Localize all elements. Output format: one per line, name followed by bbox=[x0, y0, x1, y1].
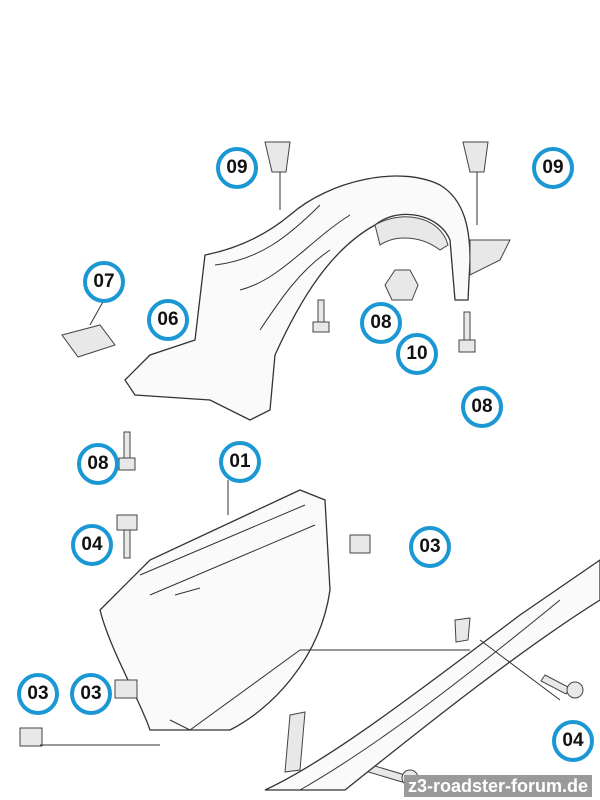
leader-lines bbox=[40, 639, 561, 746]
callout-09: 09 bbox=[216, 147, 258, 189]
clips bbox=[19, 534, 371, 747]
callout-03: 03 bbox=[17, 673, 59, 715]
callout-09: 09 bbox=[532, 147, 574, 189]
expanding-rivet bbox=[264, 141, 489, 225]
callout-07: 07 bbox=[83, 261, 125, 303]
callout-06: 06 bbox=[147, 299, 189, 341]
callout-01: 01 bbox=[219, 441, 261, 483]
clip-nut bbox=[61, 324, 116, 358]
callout-08: 08 bbox=[461, 386, 503, 428]
callout-08: 08 bbox=[360, 302, 402, 344]
callout-04: 04 bbox=[71, 524, 113, 566]
wheel-arch-liner bbox=[124, 175, 511, 421]
callout-04: 04 bbox=[552, 720, 594, 762]
callout-08: 08 bbox=[77, 443, 119, 485]
watermark: z3-roadster-forum.de bbox=[404, 775, 593, 797]
callout-10: 10 bbox=[396, 333, 438, 375]
callout-03: 03 bbox=[409, 526, 451, 568]
side-sill bbox=[264, 559, 600, 791]
callout-03: 03 bbox=[70, 673, 112, 715]
nut bbox=[384, 269, 419, 301]
